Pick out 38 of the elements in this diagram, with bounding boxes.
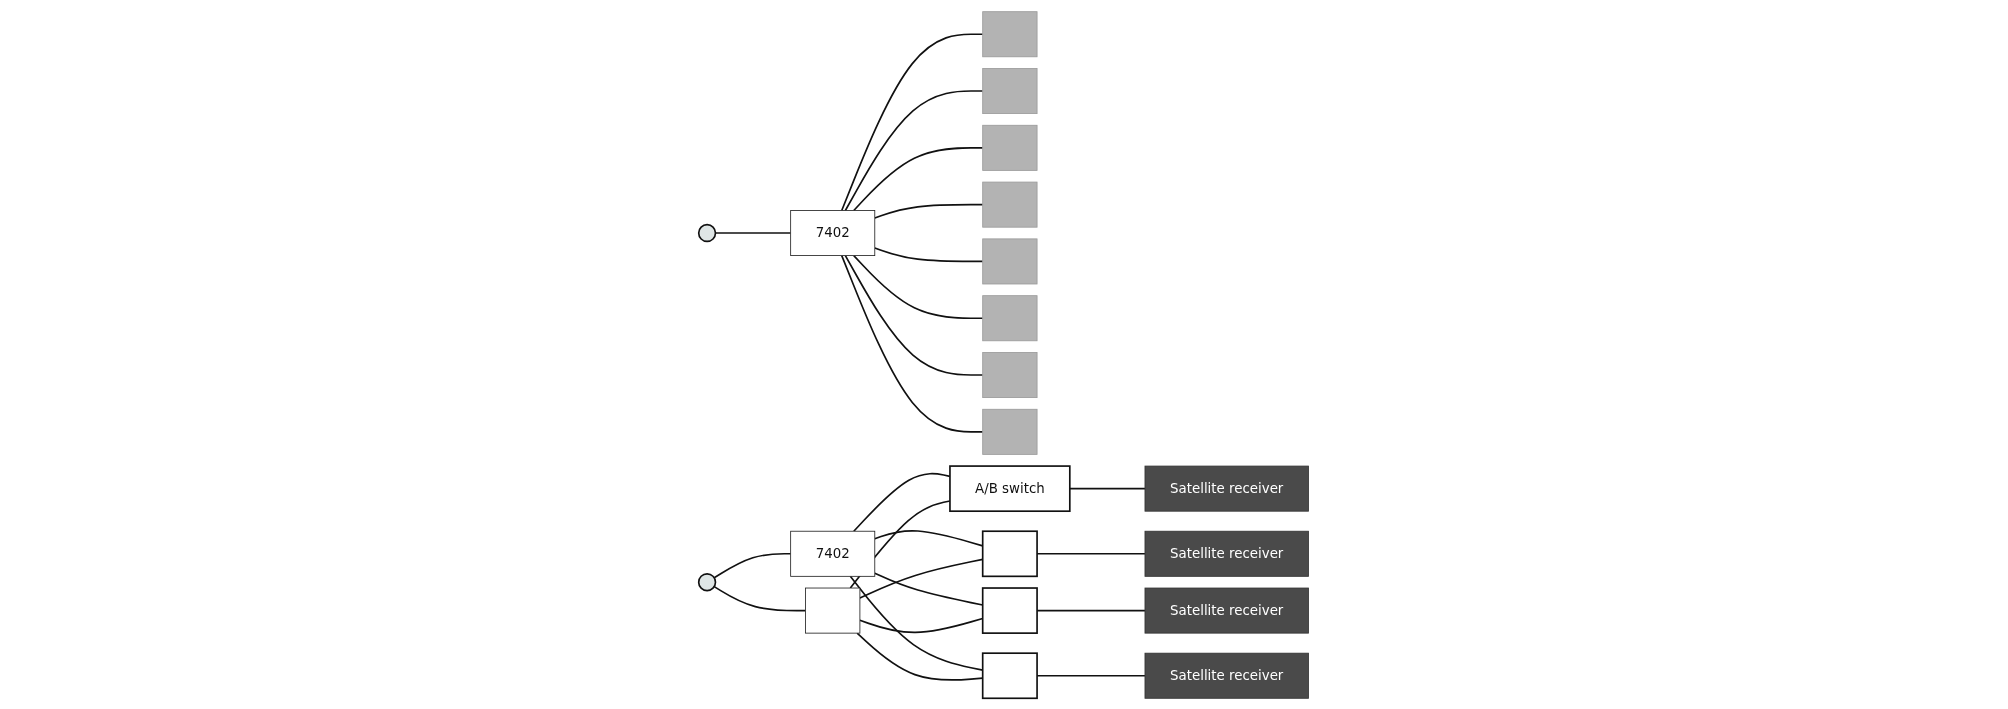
node-box: Satellite receiver xyxy=(1145,587,1310,634)
node-circle xyxy=(698,223,717,242)
node-box: A/B switch xyxy=(949,464,1072,512)
node-box xyxy=(982,294,1038,341)
node-box xyxy=(982,181,1038,228)
connector xyxy=(856,631,984,681)
node-box: Satellite receiver xyxy=(1145,530,1310,577)
connector xyxy=(849,575,984,671)
connector xyxy=(844,89,984,211)
connector xyxy=(715,231,792,234)
node-box: Satellite receiver xyxy=(1145,465,1310,512)
node-box xyxy=(982,351,1038,398)
connector xyxy=(713,585,807,611)
node-box xyxy=(982,651,1039,699)
node-circle xyxy=(698,572,717,591)
node-box xyxy=(982,408,1038,455)
connector xyxy=(853,254,984,319)
node-box xyxy=(982,238,1038,284)
connector xyxy=(853,146,984,211)
node-box: 7402 xyxy=(790,530,876,577)
node-box xyxy=(982,124,1038,171)
node-box: 7402 xyxy=(790,209,876,256)
connector xyxy=(713,552,792,579)
connector xyxy=(874,529,984,547)
node-box xyxy=(805,587,861,634)
connector xyxy=(844,254,984,376)
connector xyxy=(874,571,984,606)
node-box xyxy=(982,10,1038,57)
connector xyxy=(874,246,984,262)
node-box xyxy=(982,586,1039,634)
connector xyxy=(841,254,984,433)
connector xyxy=(859,617,984,633)
node-box xyxy=(982,529,1039,577)
node-box xyxy=(982,67,1038,114)
connector xyxy=(859,558,984,599)
connector xyxy=(874,203,984,219)
node-box: Satellite receiver xyxy=(1145,652,1310,699)
connector xyxy=(841,32,984,211)
